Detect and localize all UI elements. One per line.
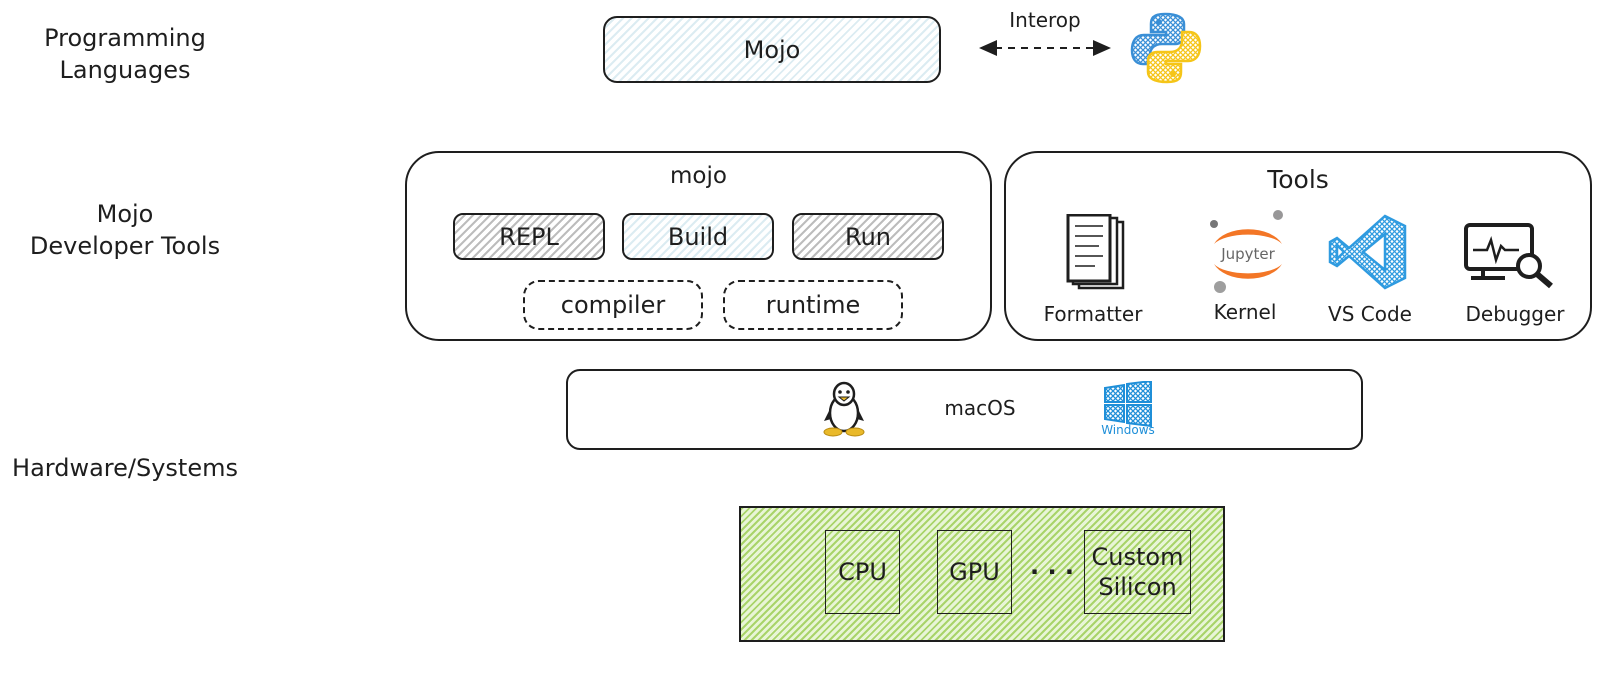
gpu-chip: GPU [937, 530, 1012, 614]
tools-container: Tools [1004, 151, 1592, 341]
mojo-language-box: Mojo [603, 16, 941, 83]
windows-logo-icon [1104, 381, 1152, 427]
macos-label: macOS [944, 396, 1016, 420]
kernel-label: Kernel [1213, 300, 1277, 324]
debugger-label: Debugger [1465, 302, 1565, 326]
runtime-label: runtime [765, 291, 861, 319]
gpu-label: GPU [949, 558, 1000, 586]
tools-title: Tools [1267, 165, 1329, 194]
run-label: Run [844, 222, 892, 251]
document-icon [1066, 214, 1125, 290]
cpu-label: CPU [838, 558, 887, 586]
build-label: Build [667, 222, 729, 251]
vscode-icon [1328, 214, 1407, 290]
linux-penguin-icon [823, 381, 865, 437]
windows-label: Windows [1101, 423, 1155, 437]
cpu-chip: CPU [825, 530, 900, 614]
python-logo-icon [1130, 12, 1202, 84]
ellipsis: . . . [1029, 552, 1075, 580]
layer-label-hardware-systems: Hardware/Systems [12, 454, 238, 482]
jupyter-icon-text: Jupyter [1220, 245, 1275, 263]
interop-label: Interop [1009, 8, 1081, 32]
repl-command: REPL [453, 213, 605, 260]
mojo-cli-title: mojo [670, 163, 727, 189]
vscode-label: VS Code [1328, 302, 1412, 326]
formatter-label: Formatter [1043, 302, 1143, 326]
jupyter-icon: Jupyter [1210, 210, 1283, 293]
layer-label-developer-tools: Mojo Developer Tools [29, 200, 221, 260]
compiler-label: compiler [560, 291, 666, 319]
compiler-component: compiler [523, 280, 703, 330]
mojo-cli-container: mojo [405, 151, 992, 341]
mojo-language-label: Mojo [743, 35, 801, 64]
debugger-icon [1464, 223, 1553, 289]
interop-arrow [979, 40, 1111, 56]
layer-label-programming-languages: Programming Languages [44, 24, 206, 84]
custom-silicon-label: Custom Silicon [1091, 543, 1184, 601]
runtime-component: runtime [723, 280, 903, 330]
build-command: Build [622, 213, 774, 260]
os-bar [566, 369, 1363, 450]
run-command: Run [792, 213, 944, 260]
custom-silicon-chip: Custom Silicon [1084, 530, 1191, 614]
repl-label: REPL [499, 222, 559, 251]
hardware-block [739, 506, 1225, 642]
